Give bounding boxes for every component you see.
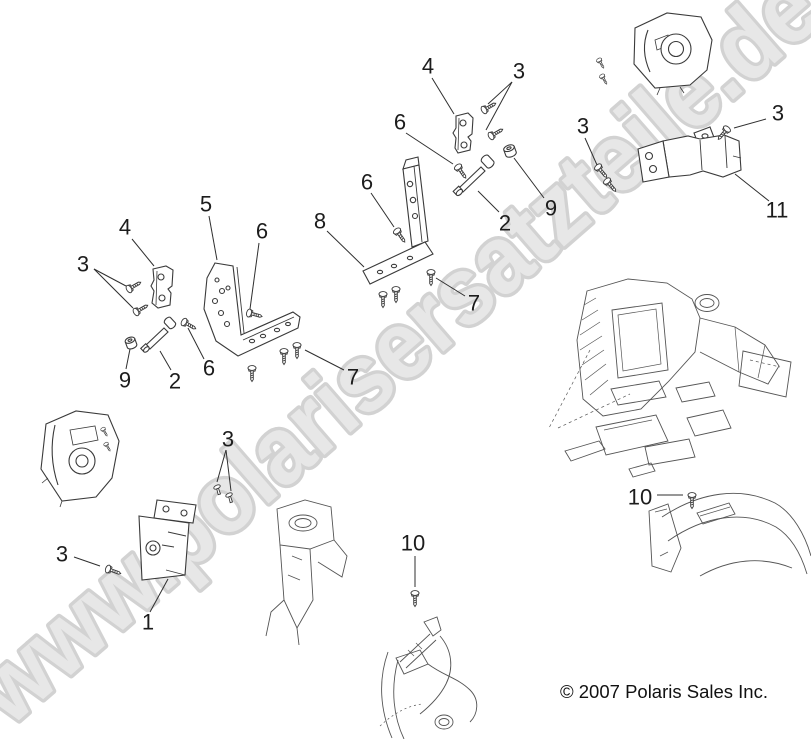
coil-bracket-1-drawing: [138, 499, 197, 581]
callout-2-label: 2: [499, 211, 511, 236]
callout-5-label: 5: [200, 192, 212, 217]
headlight-pod-rear-left-drawing: [40, 410, 120, 508]
frame-section-drawing: [265, 499, 348, 646]
bracket-8-drawing: [362, 156, 434, 285]
leader-line: [584, 137, 598, 166]
callout-6-label: 6: [256, 219, 268, 244]
bracket-5-drawing: [203, 262, 301, 357]
headlight-pod-rear-top-drawing: [633, 12, 713, 96]
fender-flare-right-drawing: [648, 492, 811, 577]
screw-fastener: [486, 125, 506, 142]
callout-11-label: 11: [766, 198, 789, 223]
leader-line: [477, 190, 500, 213]
mount-plate-4-left-drawing: [150, 265, 174, 309]
callout-3-label: 3: [513, 59, 525, 84]
mount-plate-4-upper-drawing: [452, 112, 474, 154]
parts-artwork: [40, 12, 811, 739]
link-2-left-drawing: [139, 316, 177, 353]
screw-fastener: [452, 162, 470, 181]
leader-line: [734, 173, 770, 202]
leader-line: [187, 327, 205, 360]
leader-line: [304, 349, 345, 371]
callout-8-label: 8: [314, 209, 326, 234]
leader-line: [159, 350, 172, 371]
callout-3-label: 3: [772, 101, 784, 126]
screw-fastener: [292, 342, 302, 360]
callout-9-label: 9: [545, 196, 557, 221]
callout-2-label: 2: [169, 369, 181, 394]
screw-fastener: [124, 278, 144, 295]
leader-line: [431, 77, 455, 115]
leader-line: [487, 81, 513, 105]
screw-fastener: [410, 590, 420, 608]
screw-fastener: [245, 307, 264, 321]
bracket-11-drawing: [637, 126, 742, 183]
leader-line: [149, 578, 169, 613]
callout-7-label: 7: [347, 365, 359, 390]
leader-line: [405, 132, 454, 165]
leader-line: [326, 230, 365, 268]
copyright-text: © 2007 Polaris Sales Inc.: [560, 681, 768, 702]
screw-fastener: [391, 226, 409, 245]
callout-3-label: 3: [577, 114, 589, 139]
callout-3-label: 3: [77, 252, 89, 277]
callout-6-label: 6: [394, 110, 406, 135]
callout-10-label: 10: [401, 531, 425, 556]
callout-9-label: 9: [119, 368, 131, 393]
leader-line: [125, 348, 131, 370]
leader-line: [73, 556, 101, 567]
leader-line: [93, 268, 134, 309]
callout-4-label: 4: [119, 215, 131, 240]
screw-fastener: [598, 72, 610, 86]
link-2-upper-drawing: [452, 154, 495, 197]
screw-fastener: [595, 56, 607, 70]
spacer-9-upper-drawing: [503, 144, 517, 158]
callout-6-label: 6: [203, 356, 215, 381]
screw-fastener: [131, 301, 151, 318]
leader-line: [208, 215, 218, 261]
callout-10-label: 10: [628, 485, 652, 510]
leader-line: [485, 81, 513, 131]
spacer-9-left-drawing: [124, 336, 138, 350]
callout-6-label: 6: [361, 170, 373, 195]
leader-line: [131, 238, 155, 267]
callout-3-label: 3: [56, 542, 68, 567]
leader-line: [733, 118, 767, 129]
leader-line: [225, 449, 232, 492]
leader-line: [513, 157, 545, 199]
leader-line: [249, 242, 260, 310]
front-body-assembly-drawing: [548, 278, 792, 478]
callout-3-label: 3: [222, 427, 234, 452]
callout-7-label: 7: [468, 291, 480, 316]
screw-fastener: [247, 365, 257, 383]
leader-line: [93, 268, 127, 287]
leader-line: [216, 449, 227, 483]
callout-1-label: 1: [142, 610, 154, 635]
screw-fastener: [279, 348, 289, 366]
leader-line: [435, 277, 466, 297]
leader-line: [370, 192, 395, 228]
callout-4-label: 4: [422, 54, 434, 79]
front-fender-nose-drawing: [379, 616, 478, 739]
